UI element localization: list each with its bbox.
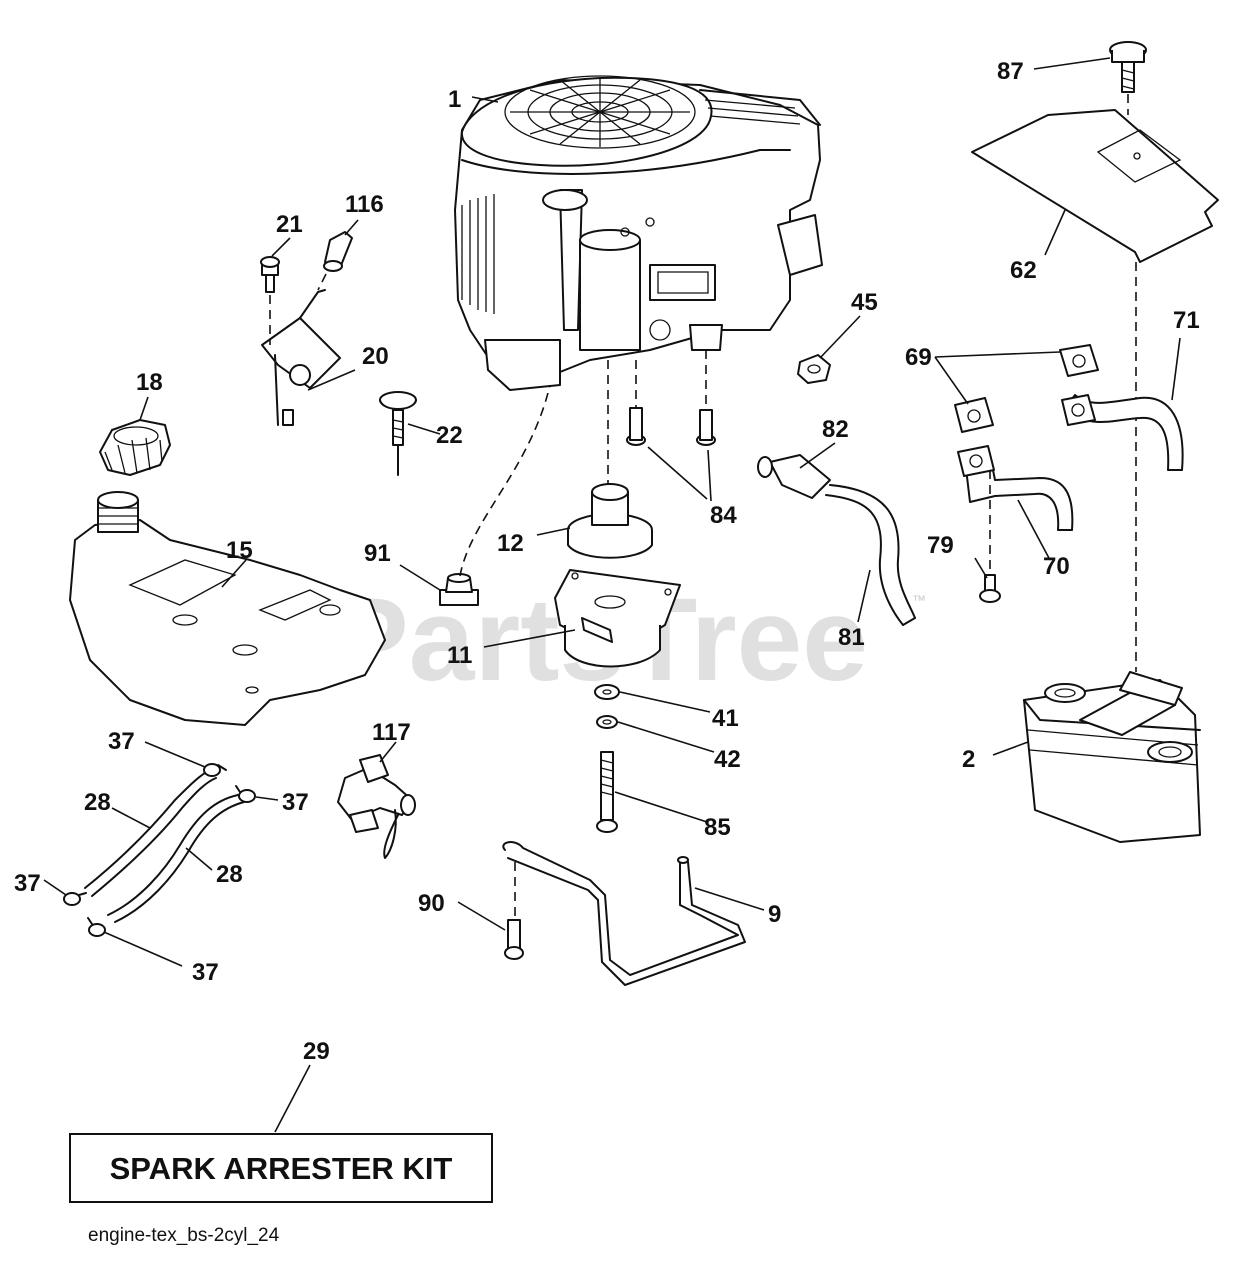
fuel-filter-part-82[interactable] bbox=[757, 454, 831, 499]
callout-45: 45 bbox=[851, 289, 878, 316]
throttle-bracket-part-20[interactable] bbox=[261, 289, 341, 426]
callout-20: 20 bbox=[362, 343, 389, 370]
bolt-part-79[interactable] bbox=[979, 574, 1001, 603]
callout-29: 29 bbox=[303, 1038, 330, 1065]
fuel-hose-part-28-b[interactable] bbox=[107, 794, 245, 923]
fuel-hose-part-28-a[interactable] bbox=[84, 769, 217, 897]
callout-12: 12 bbox=[497, 530, 524, 557]
clamp-part-37-c[interactable] bbox=[63, 892, 87, 906]
watermark-trademark: ™ bbox=[912, 592, 926, 608]
callout-85: 85 bbox=[704, 814, 731, 841]
leader-lines bbox=[43, 57, 1181, 1133]
washer-part-41[interactable] bbox=[594, 684, 620, 700]
gasket-part-69-b[interactable] bbox=[954, 397, 994, 433]
engine-part-1[interactable] bbox=[454, 75, 823, 391]
callout-117: 117 bbox=[372, 719, 411, 746]
screw-part-21[interactable] bbox=[260, 256, 280, 293]
callout-79: 79 bbox=[927, 532, 954, 559]
clamp-part-37-a[interactable] bbox=[203, 763, 227, 777]
nut-part-45[interactable] bbox=[797, 354, 831, 384]
callout-9: 9 bbox=[768, 901, 781, 928]
callout-37-b: 37 bbox=[282, 789, 309, 816]
callout-37-d: 37 bbox=[192, 959, 219, 986]
callout-87: 87 bbox=[997, 58, 1024, 85]
callout-116: 116 bbox=[345, 191, 384, 218]
muffler-part-2[interactable] bbox=[1023, 671, 1201, 843]
bolt-part-85[interactable] bbox=[596, 751, 618, 833]
fuel-cap-part-18[interactable] bbox=[99, 419, 171, 476]
plunger-part-22[interactable] bbox=[379, 391, 417, 476]
callout-2: 2 bbox=[962, 746, 975, 773]
heat-shield-part-62[interactable] bbox=[971, 109, 1219, 263]
electric-clutch-part-11[interactable] bbox=[554, 569, 681, 668]
callout-11: 11 bbox=[447, 642, 472, 669]
callout-82: 82 bbox=[822, 416, 849, 443]
callout-21: 21 bbox=[276, 211, 303, 238]
bolt-part-84-b[interactable] bbox=[696, 409, 716, 446]
callout-1: 1 bbox=[448, 86, 461, 113]
bolt-part-84-a[interactable] bbox=[626, 407, 646, 446]
fuel-valve-part-117[interactable] bbox=[337, 754, 416, 859]
callout-37-a: 37 bbox=[108, 728, 135, 755]
callout-84: 84 bbox=[710, 502, 737, 529]
exhaust-pipe-part-70[interactable] bbox=[957, 445, 1074, 531]
callout-71: 71 bbox=[1173, 307, 1200, 334]
callout-41: 41 bbox=[712, 705, 739, 732]
grommet-part-91[interactable] bbox=[439, 573, 479, 606]
clamp-part-37-b[interactable] bbox=[235, 785, 256, 803]
bolt-part-87[interactable] bbox=[1109, 41, 1147, 93]
callout-42: 42 bbox=[714, 746, 741, 773]
callout-90: 90 bbox=[418, 890, 445, 917]
washer-part-42[interactable] bbox=[596, 715, 618, 729]
callout-69: 69 bbox=[905, 344, 932, 371]
fuel-hose-part-81[interactable] bbox=[825, 484, 916, 626]
callout-28-a: 28 bbox=[84, 789, 111, 816]
exhaust-pipe-part-71[interactable] bbox=[1061, 394, 1184, 471]
callout-81: 81 bbox=[838, 624, 865, 651]
rod-part-9[interactable] bbox=[502, 841, 746, 986]
callout-37-c: 37 bbox=[14, 870, 41, 897]
fuel-tank-part-15[interactable] bbox=[69, 491, 386, 726]
bolt-part-90[interactable] bbox=[504, 919, 524, 960]
diagram-caption: engine-tex_bs-2cyl_24 bbox=[88, 1225, 280, 1246]
knob-part-116[interactable] bbox=[323, 231, 353, 272]
spark-arrester-kit-box[interactable]: SPARK ARRESTER KIT bbox=[69, 1133, 493, 1203]
callout-28-b: 28 bbox=[216, 861, 243, 888]
callout-62: 62 bbox=[1010, 257, 1037, 284]
gasket-part-69-a[interactable] bbox=[1059, 344, 1099, 377]
callout-91: 91 bbox=[364, 540, 391, 567]
callout-15: 15 bbox=[226, 537, 253, 564]
callout-22: 22 bbox=[436, 422, 463, 449]
clamp-part-37-d[interactable] bbox=[87, 917, 106, 937]
pulley-part-12[interactable] bbox=[567, 483, 653, 559]
callout-18: 18 bbox=[136, 369, 163, 396]
spark-arrester-kit-label: SPARK ARRESTER KIT bbox=[110, 1151, 453, 1186]
callout-70: 70 bbox=[1043, 553, 1070, 580]
